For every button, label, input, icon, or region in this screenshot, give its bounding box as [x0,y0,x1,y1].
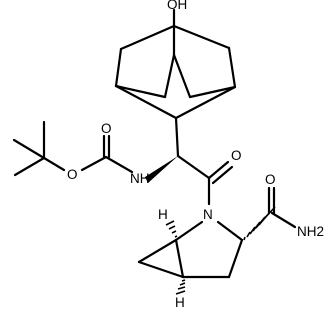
bond [172,53,192,99]
bond [42,156,66,172]
bond [80,155,108,172]
boc-carbonyl-oxygen-label: O [101,121,112,136]
carbamate-oxygen-label: O [67,167,78,182]
bond [174,238,185,279]
hydroxyl-label: OH [167,0,187,12]
bond [163,53,176,99]
wedge-bond [145,156,178,183]
bond [227,46,237,89]
azabicyclohexane-ring [137,206,276,295]
carboxamide-group [267,186,297,229]
amide-oxygen-label: O [265,172,276,187]
bond [114,47,123,88]
bond [13,156,46,177]
bond [172,24,231,50]
bond [176,154,211,180]
bond [104,155,134,174]
bond [114,84,178,120]
stereo-h-top-label: H [158,207,168,222]
bond [211,165,234,185]
bond [216,220,244,242]
adamantane-cage [114,8,237,120]
amide-nh2-label: NH2 [297,224,324,239]
bond [207,160,230,180]
stereo-h-bottom-label: H [175,295,185,310]
bond [137,238,178,264]
bond [188,85,237,99]
bond [137,260,185,279]
bond [119,24,176,51]
bond [114,84,167,99]
atom-labels: OH O O NH O N O NH2 H H [67,0,324,310]
bond [174,116,180,158]
bond [227,238,244,279]
ketone-oxygen-label: O [231,148,242,163]
bond [174,220,204,242]
hash-bond-carboxamide [243,206,276,241]
hash-bond-bottom [175,279,186,295]
boc-group [12,120,134,177]
backbone [145,116,234,206]
hash-bond-top [165,220,178,238]
nh-label: NH [130,171,150,186]
bond [12,138,46,160]
bond [270,211,297,229]
ring-nitrogen-label: N [203,207,213,222]
bond [174,85,237,120]
